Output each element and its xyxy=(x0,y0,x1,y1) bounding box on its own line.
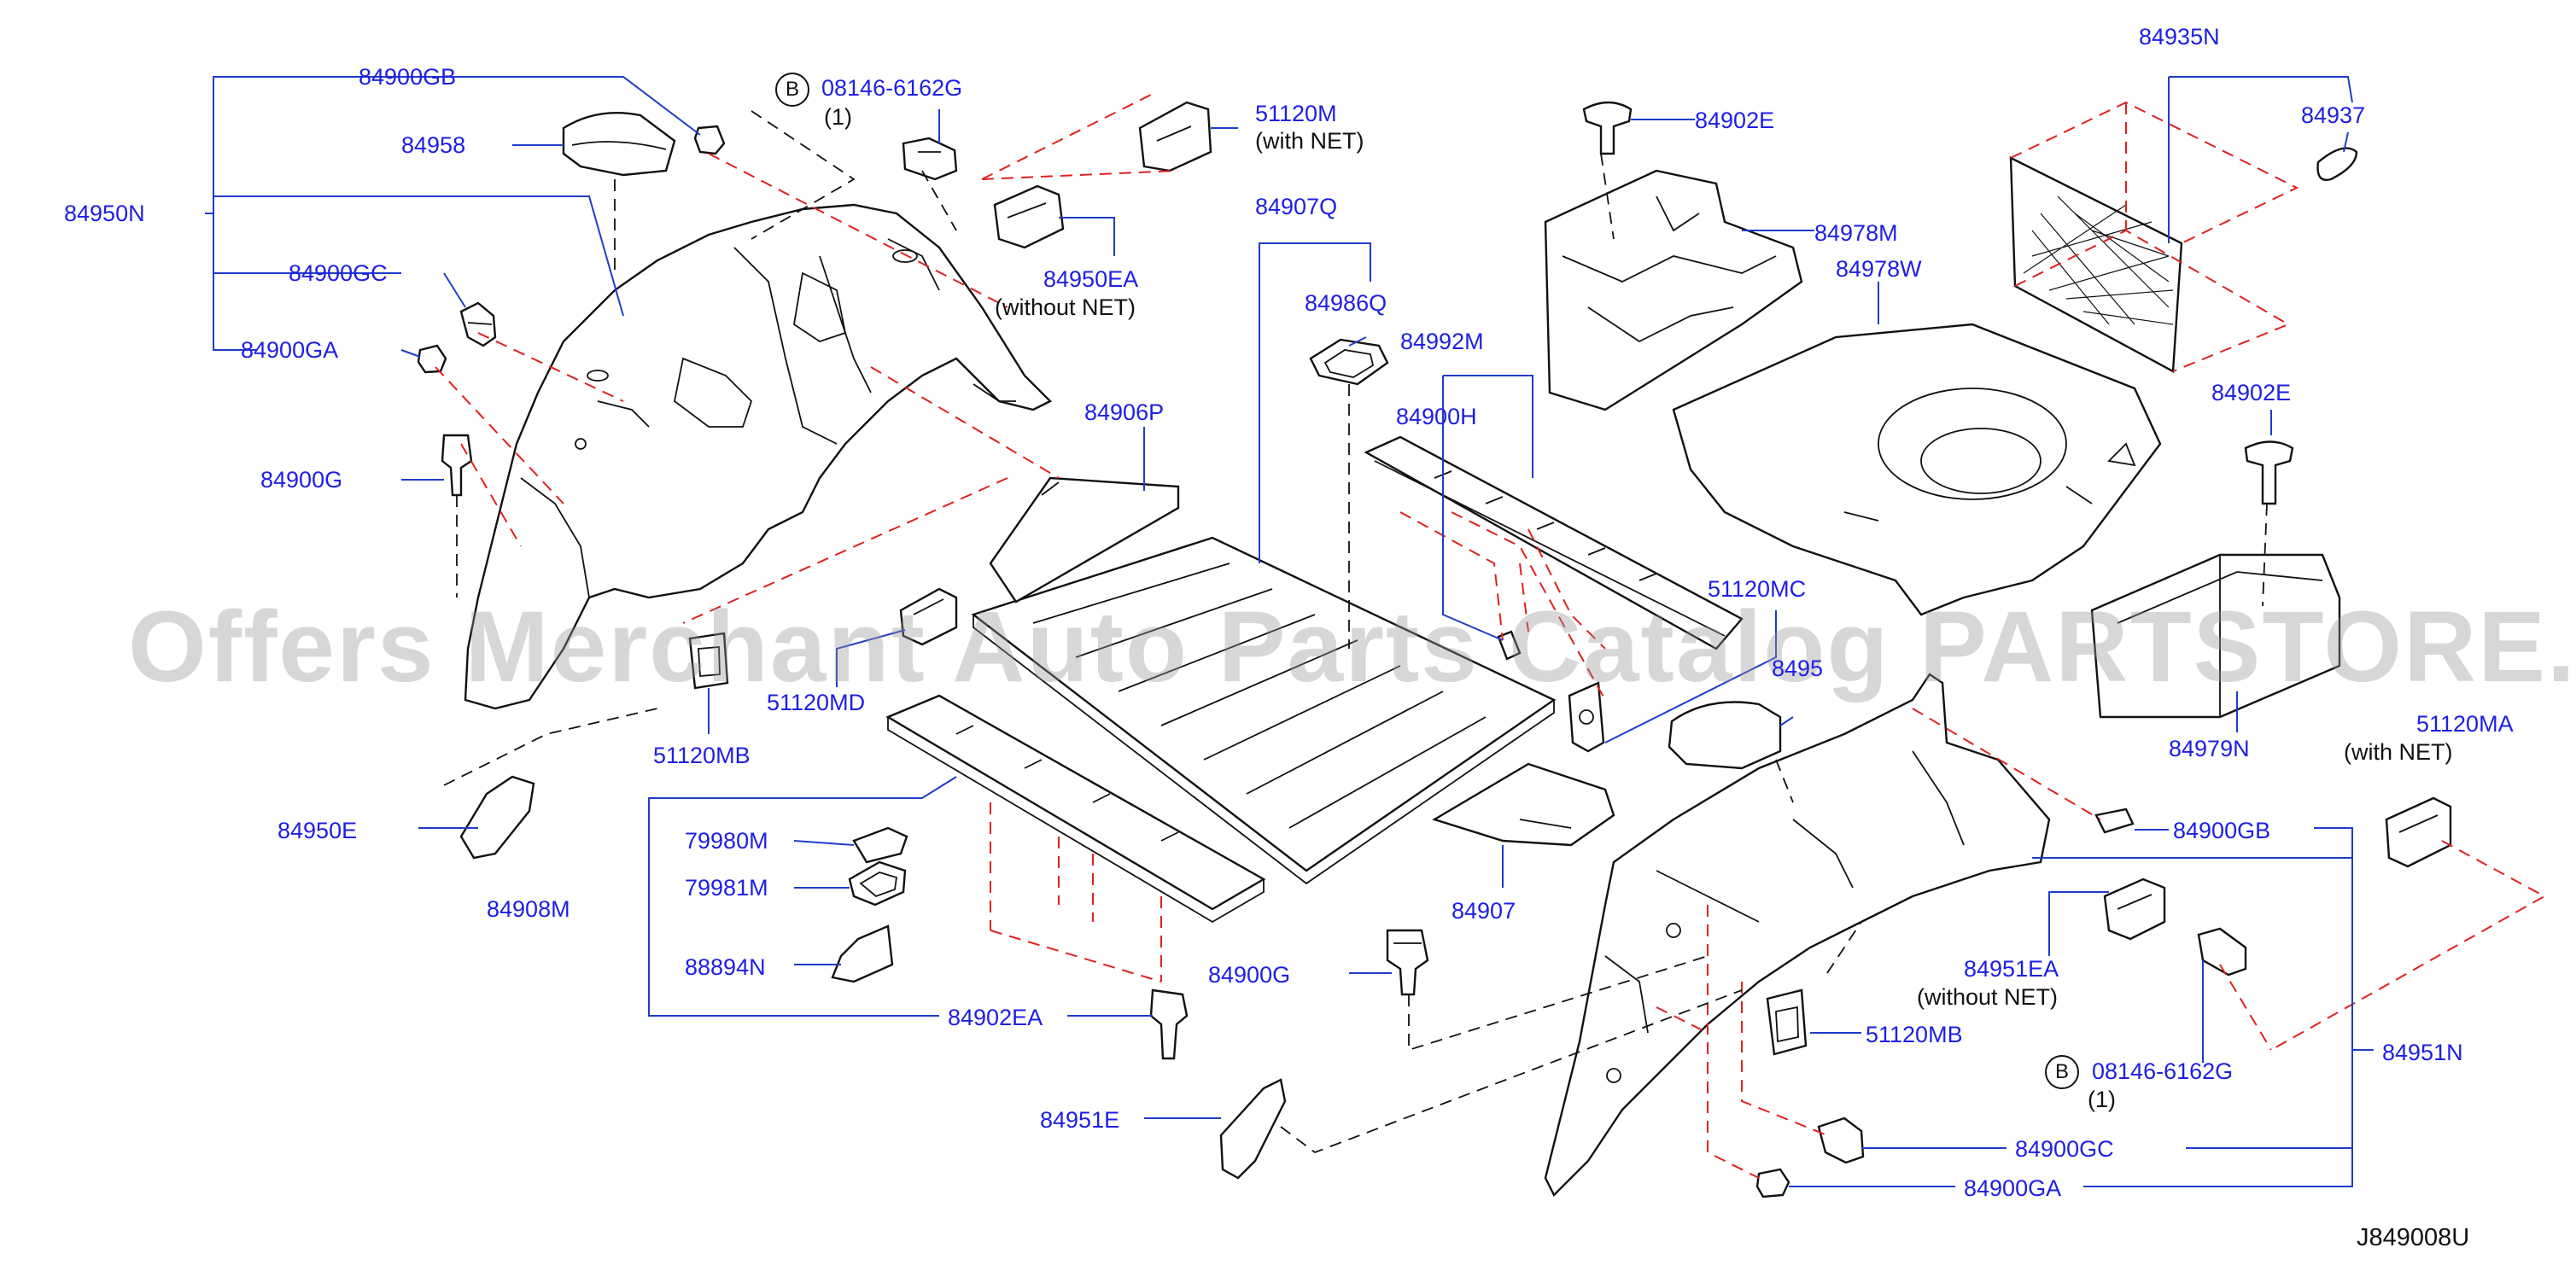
black-guide-lines xyxy=(443,110,2268,1154)
cap-84986Q xyxy=(1309,338,1389,386)
watermark-text: Offers Merchant Auto Parts Catalog PARTS… xyxy=(128,591,2576,703)
label-84900GB-top[interactable]: 84900GB xyxy=(359,64,457,90)
clip-84900G-left xyxy=(441,434,473,497)
label-84950E[interactable]: 84950E xyxy=(277,818,358,843)
label-51120MD[interactable]: 51120MD xyxy=(767,690,866,715)
label-51120MB-left[interactable]: 51120MB xyxy=(653,743,751,768)
leader-lines xyxy=(205,76,2374,1187)
label-84950N[interactable]: 84950N xyxy=(64,201,145,226)
clip-84900GC-left xyxy=(459,301,497,347)
label-51120MA-note: (with NET) xyxy=(2344,739,2453,765)
lid-79980M xyxy=(852,826,908,864)
cover-84951E xyxy=(1219,1078,1287,1180)
label-84900GC-left[interactable]: 84900GC xyxy=(289,260,388,286)
label-51120MC[interactable]: 51120MC xyxy=(1708,576,1807,602)
label-84900GA-bottom[interactable]: 84900GA xyxy=(1964,1175,2062,1201)
right-side-trim-84951N xyxy=(1544,673,2051,1198)
red-guide-lines xyxy=(435,93,2547,1179)
label-84978W[interactable]: 84978W xyxy=(1836,256,1922,282)
label-84907[interactable]: 84907 xyxy=(1452,898,1516,924)
label-84900H[interactable]: 84900H xyxy=(1396,404,1477,429)
clip-84958 xyxy=(562,111,676,177)
clip-84900G-mid xyxy=(1386,929,1429,996)
cover-84907 xyxy=(1432,762,1615,847)
label-84900GA-left[interactable]: 84900GA xyxy=(241,337,339,363)
tray-84978W xyxy=(1672,323,2162,616)
label-84908M[interactable]: 84908M xyxy=(487,896,570,922)
label-84902E-right[interactable]: 84902E xyxy=(2211,380,2292,405)
label-84900G-left[interactable]: 84900G xyxy=(260,467,343,493)
clip-84902E-right xyxy=(2244,440,2294,505)
label-84907Q[interactable]: 84907Q xyxy=(1255,194,1338,219)
label-84900GC-bottom[interactable]: 84900GC xyxy=(2015,1136,2114,1162)
clip-84902E-top xyxy=(1582,101,1633,155)
label-84950EA-note: (without NET) xyxy=(995,294,1136,320)
label-51120MB-right[interactable]: 51120MB xyxy=(1866,1022,1963,1047)
label-84951EA-note: (without NET) xyxy=(1917,984,2059,1010)
clip-84900GC-bottom xyxy=(1817,1116,1865,1164)
label-84978M[interactable]: 84978M xyxy=(1814,220,1898,246)
label-84958[interactable]: 84958 xyxy=(401,132,466,158)
label-8495[interactable]: 8495 xyxy=(1772,656,1824,681)
label-88894N[interactable]: 88894N xyxy=(685,954,766,980)
left-side-trim-84950N xyxy=(464,203,1053,710)
net-84935N xyxy=(2009,156,2183,373)
label-bolt-top-qty: (1) xyxy=(824,104,852,130)
bracket-51120M xyxy=(1138,101,1212,172)
label-84951N[interactable]: 84951N xyxy=(2382,1040,2463,1065)
label-84906P[interactable]: 84906P xyxy=(1084,399,1165,425)
clip-84900GA-left xyxy=(417,344,447,374)
label-84935N[interactable]: 84935N xyxy=(2139,24,2220,50)
label-84979N[interactable]: 84979N xyxy=(2169,736,2250,761)
label-bolt-bottom-qty: (1) xyxy=(2088,1087,2116,1112)
label-84937[interactable]: 84937 xyxy=(2301,102,2366,128)
rail-84992M xyxy=(1364,435,1744,650)
panel-84906P xyxy=(989,476,1180,603)
label-84900GB-right[interactable]: 84900GB xyxy=(2173,818,2271,843)
lid-79981M xyxy=(848,860,907,907)
label-79981M[interactable]: 79981M xyxy=(685,875,768,901)
board-84908M xyxy=(885,694,1266,924)
bracket-84951EA xyxy=(2103,877,2166,941)
block-84978M xyxy=(1544,169,1803,411)
label-84986Q[interactable]: 84986Q xyxy=(1305,290,1387,316)
bracket-51120MB-right xyxy=(1766,988,1808,1056)
label-84951E[interactable]: 84951E xyxy=(1040,1107,1120,1133)
clip-84902EA xyxy=(1149,988,1189,1060)
bracket-88894N xyxy=(831,924,894,983)
label-84950EA[interactable]: 84950EA xyxy=(1043,266,1139,292)
label-51120M[interactable]: 51120M xyxy=(1255,101,1337,126)
bracket-51120MA xyxy=(2385,796,2452,868)
cover-84950E xyxy=(459,775,535,860)
clip-84900GA-bottom xyxy=(1755,1168,1790,1198)
label-84902E-top[interactable]: 84902E xyxy=(1695,108,1775,133)
diagram-id: J849008U xyxy=(2357,1224,2470,1251)
circle-b-top: B xyxy=(775,73,809,107)
label-51120MA[interactable]: 51120MA xyxy=(2416,711,2514,737)
clip-84900H xyxy=(1497,630,1522,661)
label-51120M-note: (with NET) xyxy=(1255,128,1364,154)
label-79980M[interactable]: 79980M xyxy=(685,828,768,854)
label-84992M[interactable]: 84992M xyxy=(1400,329,1484,354)
cap-8495 xyxy=(1668,701,1782,770)
label-bolt-bottom[interactable]: 08146-6162G xyxy=(2092,1058,2234,1084)
label-84900G-mid[interactable]: 84900G xyxy=(1208,962,1291,988)
box-84979N xyxy=(2090,553,2341,719)
circle-b-bottom: B xyxy=(2045,1055,2079,1089)
bracket-51120MC xyxy=(1568,681,1605,753)
clip-84900GB-right xyxy=(2094,807,2135,834)
bolt-top xyxy=(902,137,958,181)
clip-51120MB-left xyxy=(688,632,729,690)
clip-84900GB-top xyxy=(693,125,726,155)
label-bolt-top[interactable]: 08146-6162G xyxy=(821,75,963,101)
bracket-84950EA xyxy=(993,184,1065,249)
label-84902EA[interactable]: 84902EA xyxy=(948,1005,1043,1030)
hook-84937 xyxy=(2316,147,2358,181)
label-84951EA[interactable]: 84951EA xyxy=(1964,956,2059,982)
floor-board-84907Q xyxy=(971,536,1557,885)
bracket-51120MD xyxy=(899,587,958,646)
